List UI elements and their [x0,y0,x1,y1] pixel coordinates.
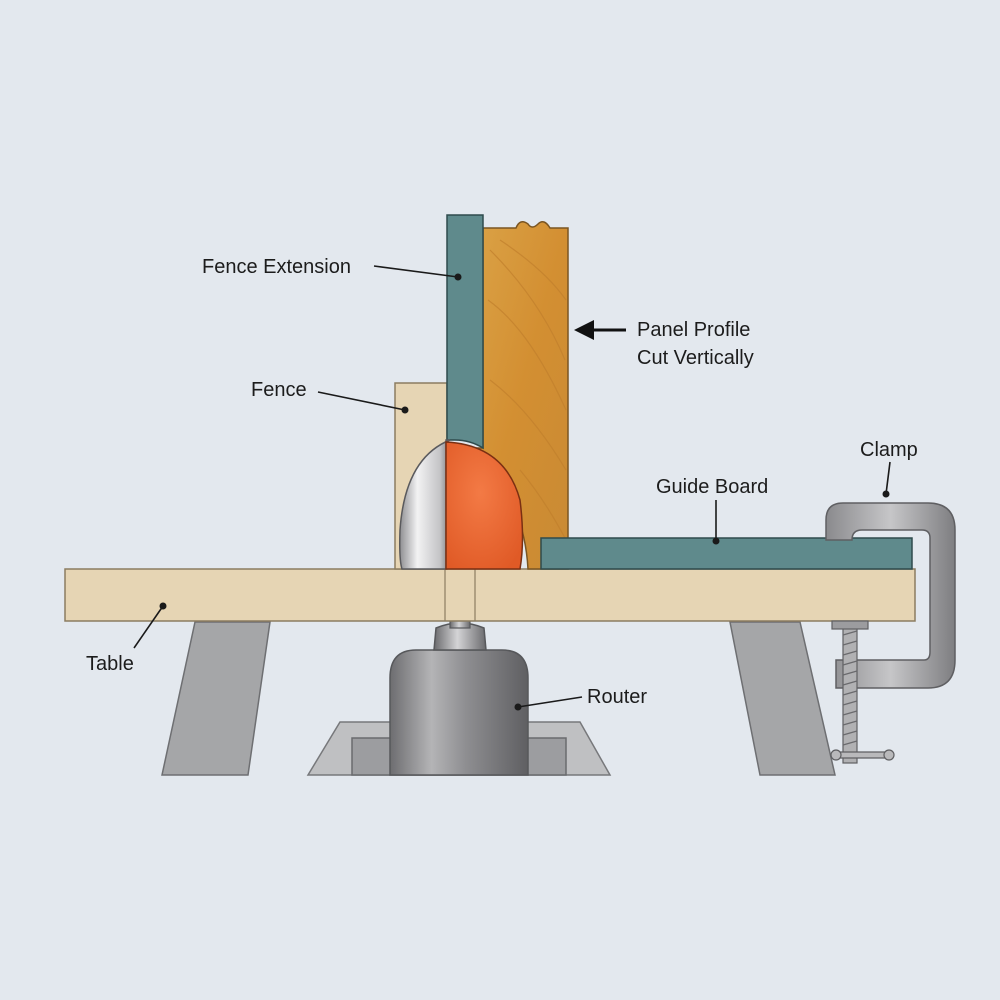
leader-dot [401,406,409,414]
router-motor [389,649,529,776]
leader-lines [133,265,891,711]
label-fence-extension: Fence Extension [202,256,351,278]
label-clamp: Clamp [860,439,918,461]
label-panel-profile-line1: Panel Profile [637,319,750,341]
label-guide-board: Guide Board [656,476,768,498]
clamp-screw-threads [842,630,858,746]
router-bit [399,439,524,570]
panel [467,221,569,570]
label-table: Table [86,653,134,675]
leader-dot [454,273,462,281]
labels: Fence Extension Panel Profile Cut Vertic… [86,256,918,708]
leader-dot [882,490,890,498]
table-legs [161,621,836,776]
clamp-handle-knob [830,749,842,761]
router-bit-blade [399,439,451,570]
table-top [64,568,916,622]
router-bit-cutter [445,441,524,570]
label-panel-profile-line2: Cut Vertically [637,347,754,369]
leader-router [517,696,583,708]
label-fence: Fence [251,379,307,401]
leader-clamp [885,461,891,495]
guide-board [540,537,913,570]
table [64,568,916,622]
leader-fence [317,391,406,411]
left-leg [161,621,271,776]
clamp [825,502,956,764]
clamp-frame [825,502,956,689]
leader-fence-extension [373,265,459,278]
clamp-handle-knob [883,749,895,761]
router [306,567,612,776]
leader-table [133,605,164,649]
clamp-pad [831,620,869,630]
leader-dot [159,602,167,610]
leader-dot [514,703,522,711]
label-router: Router [587,686,647,708]
right-leg [729,621,836,776]
fence-extension [446,214,484,450]
panel-profile-arrow [574,320,626,340]
leader-dot [712,537,720,545]
panel-grain [487,239,567,541]
